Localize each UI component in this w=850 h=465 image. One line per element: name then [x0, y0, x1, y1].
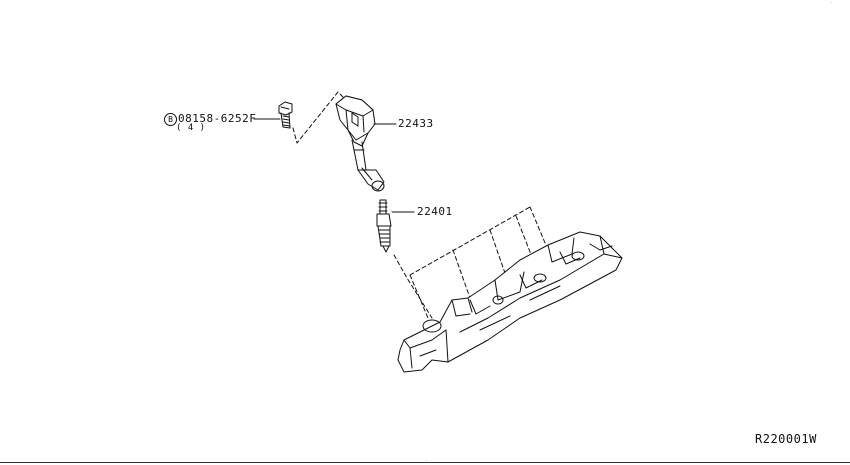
spark-plug-part [376, 199, 392, 253]
bolt-quantity: ( 4 ) [176, 123, 206, 133]
bottom-dot: . [425, 457, 427, 462]
bolt-part [278, 101, 293, 129]
cylinder-head-part [397, 231, 623, 373]
bolt-dashed-line [292, 91, 347, 144]
bolt-circled-b-symbol: B [164, 113, 177, 126]
bolt-part-number: 08158-6252F [178, 112, 257, 125]
coil-part-number: 22433 [398, 117, 434, 130]
bolt-prefix-text: B [168, 115, 173, 124]
diagram-code: R220001W [755, 432, 817, 446]
bottom-border-line [0, 462, 850, 463]
cylinder-dashed-guides [409, 206, 549, 319]
corner-dot: . [830, 0, 832, 4]
plug-part-number: 22401 [417, 205, 453, 218]
ignition-coil-part [335, 95, 385, 192]
plug-dashed-line [393, 254, 433, 319]
